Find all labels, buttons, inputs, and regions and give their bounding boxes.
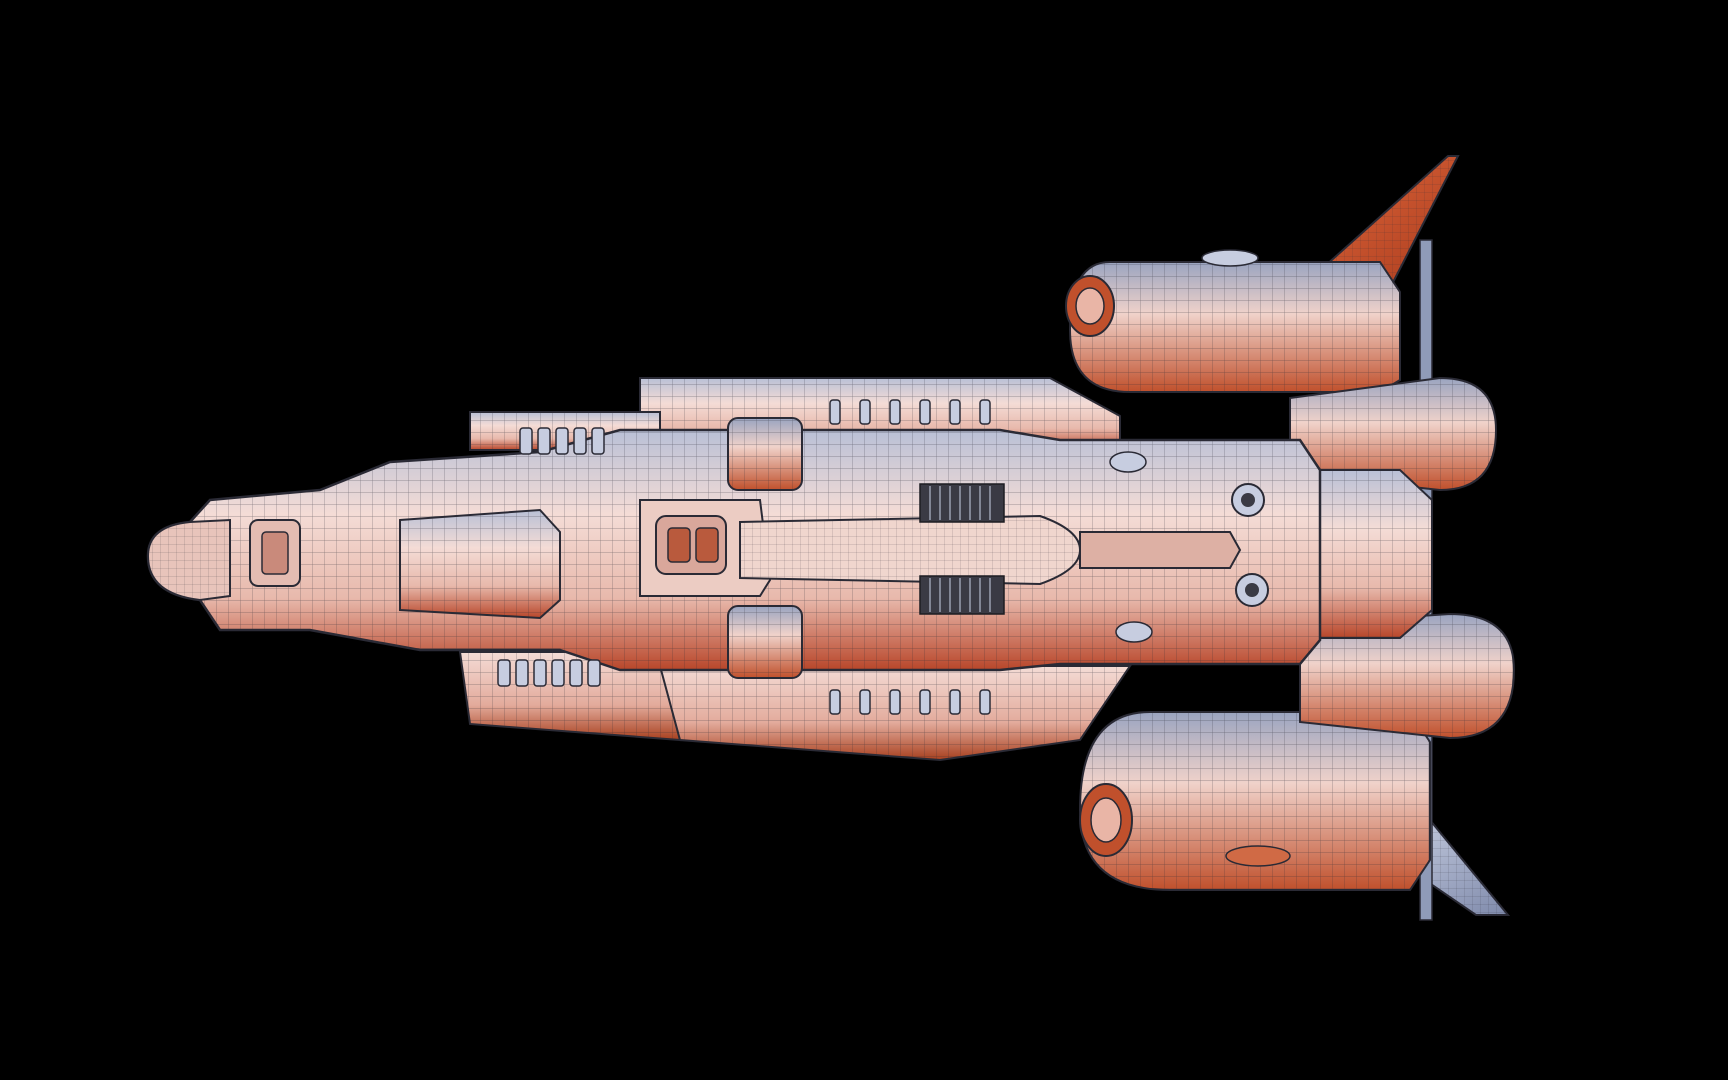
nose-section (146, 518, 301, 602)
round-ports (1109, 451, 1269, 643)
ribbed-details (497, 399, 991, 715)
aft-section (1289, 469, 1433, 639)
cockpit-block (639, 499, 772, 597)
lower-main-thruster (1299, 612, 1516, 740)
heat-vents (919, 483, 1005, 615)
central-spine (739, 514, 1242, 586)
lower-engine-pod (1078, 711, 1431, 891)
forward-block (399, 508, 561, 620)
upper-main-thruster (1289, 376, 1498, 492)
upper-engine-pod (1065, 249, 1401, 393)
side-canisters (727, 417, 803, 679)
